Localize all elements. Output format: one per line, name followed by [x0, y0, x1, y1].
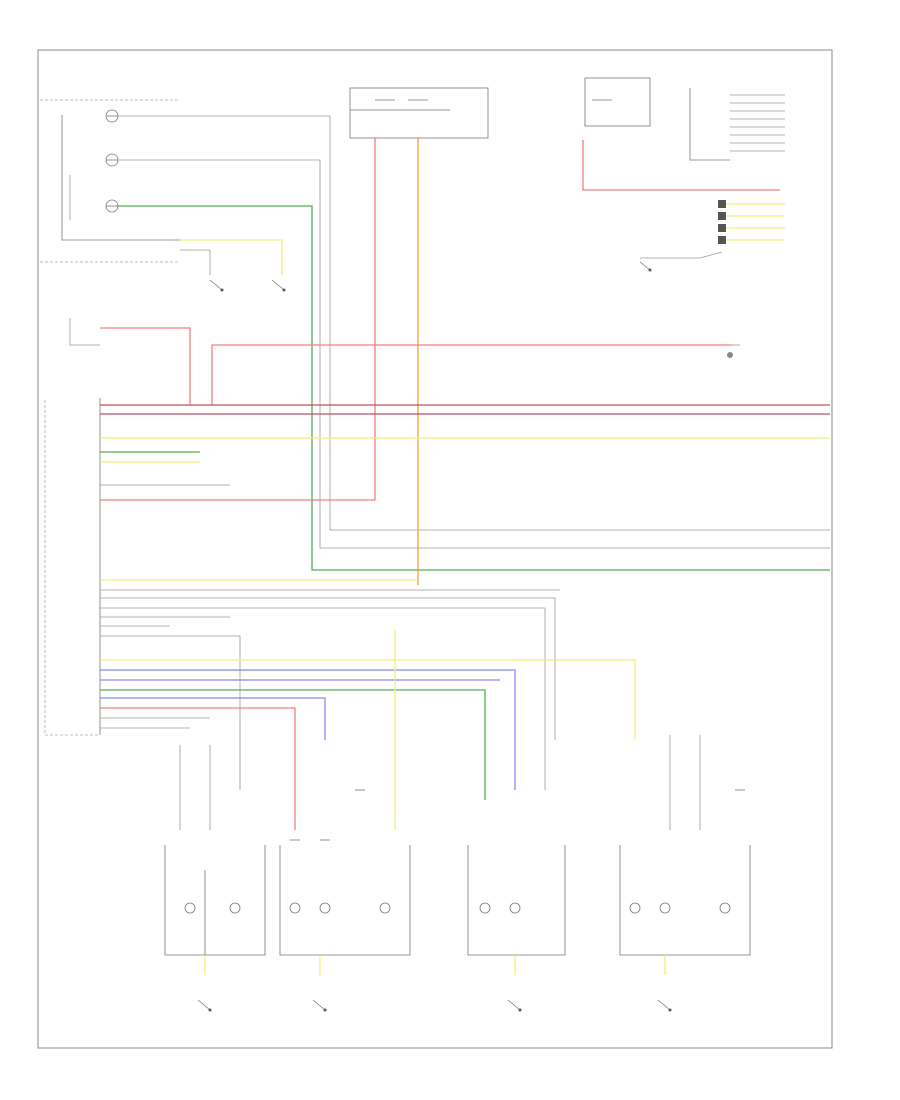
- bulb-icon: [509, 902, 521, 914]
- bulb-icon: [479, 902, 491, 914]
- bulb-icon: [319, 902, 331, 914]
- fuse-box-center: [100, 87, 489, 585]
- bulb-icon: [719, 902, 731, 914]
- ground-symbol-icon: [197, 999, 212, 1012]
- bulb-icon: [105, 109, 119, 123]
- ground-symbol-icon: [657, 999, 672, 1012]
- bulb-icon: [105, 153, 119, 167]
- lamp-module-2: [279, 845, 411, 975]
- bulb-icon: [229, 902, 241, 914]
- central-module: [99, 398, 830, 830]
- left-light-cluster: [40, 99, 830, 571]
- lamp-module-3: [467, 845, 566, 975]
- bulb-icon: [105, 199, 119, 213]
- ground-symbol-icon: [507, 999, 522, 1012]
- bulb-icon: [659, 902, 671, 914]
- connector-block-right-mid: [718, 200, 785, 244]
- bulb-icon: [289, 902, 301, 914]
- lamp-module-1: [164, 845, 266, 975]
- ground-symbol-icon: [209, 279, 224, 292]
- connector-ticks: [290, 789, 745, 841]
- fuse-box-right: [582, 77, 780, 191]
- connector-block-right-top: [730, 94, 785, 152]
- diagram-frame: [37, 49, 833, 1049]
- ground-symbol-icon: [271, 279, 286, 292]
- bulb-icon: [184, 902, 196, 914]
- lamp-module-4: [619, 845, 751, 975]
- ground-symbol-icon: [312, 999, 327, 1012]
- bulb-icon: [629, 902, 641, 914]
- bulb-icon: [379, 902, 391, 914]
- ground-symbol-icon: [639, 261, 652, 272]
